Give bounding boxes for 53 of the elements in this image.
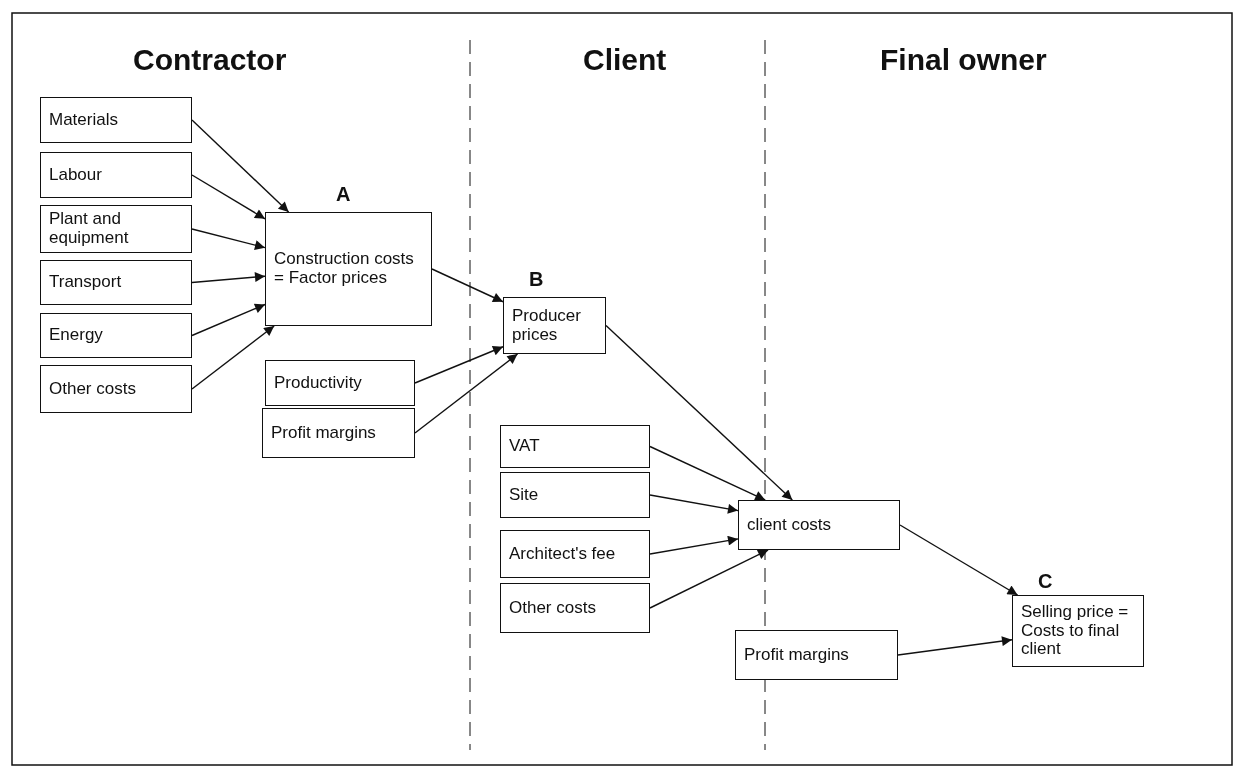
arrow (897, 636, 1013, 656)
cost-box (40, 313, 192, 358)
box-label: Other costs (49, 379, 136, 399)
arrow (414, 345, 504, 384)
column-heading: Contractor (133, 43, 287, 77)
cost-box (500, 583, 650, 633)
box-label: VAT (509, 437, 540, 456)
arrow (649, 445, 766, 501)
arrow (191, 272, 266, 284)
arrow (649, 494, 739, 514)
arrow (414, 353, 519, 434)
box-label: Energy (49, 326, 103, 345)
cost-box (40, 152, 192, 198)
box-label: client costs (747, 515, 832, 535)
box-label: Plant and equipment (49, 210, 130, 248)
box-label: Other costs (509, 598, 596, 618)
arrow (649, 549, 769, 609)
cost-box (40, 365, 192, 413)
box-label: Profit margins (271, 423, 376, 443)
stage-letter: A (336, 183, 351, 206)
cost-box (738, 500, 900, 550)
arrow (191, 119, 290, 213)
arrow (605, 324, 793, 501)
cost-box (262, 408, 415, 458)
arrow (649, 535, 739, 555)
arrow (191, 174, 266, 220)
stage-letter: C (1038, 570, 1053, 593)
arrow (191, 303, 266, 337)
box-label: Construction costs = Factor prices (274, 250, 415, 288)
stage-letter: B (529, 268, 544, 291)
box-label: Site (509, 485, 539, 505)
cost-box (500, 425, 650, 468)
box-label: Transport (49, 273, 122, 292)
cost-box (40, 260, 192, 305)
box-label: Materials (49, 110, 118, 130)
box-label: Productivity (274, 373, 362, 393)
box-label: Producer prices (512, 306, 582, 345)
cost-box (40, 97, 192, 143)
cost-box (40, 205, 192, 253)
box-label: Labour (49, 165, 102, 185)
arrow (191, 325, 275, 390)
box-label: Architect's fee (509, 544, 616, 564)
column-heading: Client (583, 43, 667, 77)
cost-box (735, 630, 898, 680)
cost-box (500, 472, 650, 518)
arrow (431, 268, 504, 303)
cost-box (265, 360, 415, 406)
box-label: Profit margins (744, 645, 849, 665)
arrow (899, 524, 1019, 596)
arrow (191, 228, 266, 251)
cost-box (500, 530, 650, 578)
column-heading: Final owner (880, 43, 1047, 77)
box-label: Selling price = Costs to final client (1021, 602, 1130, 660)
